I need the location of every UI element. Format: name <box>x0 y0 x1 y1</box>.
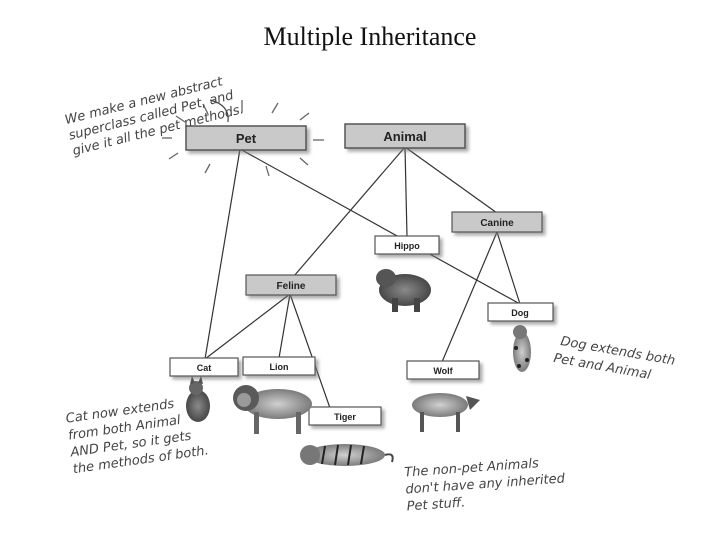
line-feline-lion <box>278 293 291 359</box>
tiger-image <box>300 444 394 466</box>
line-canine-dog <box>496 231 521 305</box>
class-box-hippo: Hippo <box>374 235 440 255</box>
line-pet-cat <box>204 148 241 360</box>
nonpet-note: The non-pet Animals don't have any inher… <box>404 456 566 514</box>
hippo-label: Hippo <box>394 241 420 251</box>
cat-note: Cat now extends from both Animal AND Pet… <box>65 397 210 478</box>
wolf-image <box>412 393 480 432</box>
class-box-tiger: Tiger <box>308 406 382 426</box>
lion-image <box>233 385 312 434</box>
class-box-wolf: Wolf <box>406 360 480 380</box>
tiger-label: Tiger <box>334 412 356 422</box>
line-animal-canine <box>404 146 498 214</box>
animal-label: Animal <box>383 129 426 144</box>
cat-image <box>186 376 210 422</box>
hippo-image <box>376 269 431 312</box>
class-box-feline: Feline <box>245 274 337 296</box>
lion-label: Lion <box>270 362 289 372</box>
cat-label: Cat <box>197 363 212 373</box>
inheritance-lines <box>204 146 521 409</box>
line-canine-wolf <box>441 231 498 363</box>
line-animal-feline <box>293 146 406 277</box>
dog-note: Dog extends both Pet and Animal <box>552 334 676 383</box>
nonpet-note-line-3: Pet stuff. <box>406 495 466 514</box>
feline-label: Feline <box>277 281 306 292</box>
class-box-lion: Lion <box>242 356 316 376</box>
pet-note-arrow <box>209 99 229 123</box>
line-animal-hippo <box>404 146 408 238</box>
pet-highlight-rays <box>162 100 324 177</box>
dog-label: Dog <box>511 308 529 318</box>
class-box-pet: Pet <box>185 125 307 151</box>
class-box-animal: Animal <box>344 123 466 149</box>
line-feline-tiger <box>289 293 331 409</box>
line-feline-cat <box>204 293 291 360</box>
wolf-label: Wolf <box>433 366 453 376</box>
line-pet-dog <box>239 148 521 305</box>
slide-title: Multiple Inheritance <box>263 22 477 51</box>
class-box-cat: Cat <box>169 357 239 377</box>
pet-label: Pet <box>236 131 257 146</box>
class-box-dog: Dog <box>487 302 554 322</box>
canine-label: Canine <box>480 218 514 229</box>
class-box-canine: Canine <box>451 211 543 233</box>
dog-image <box>513 325 531 372</box>
